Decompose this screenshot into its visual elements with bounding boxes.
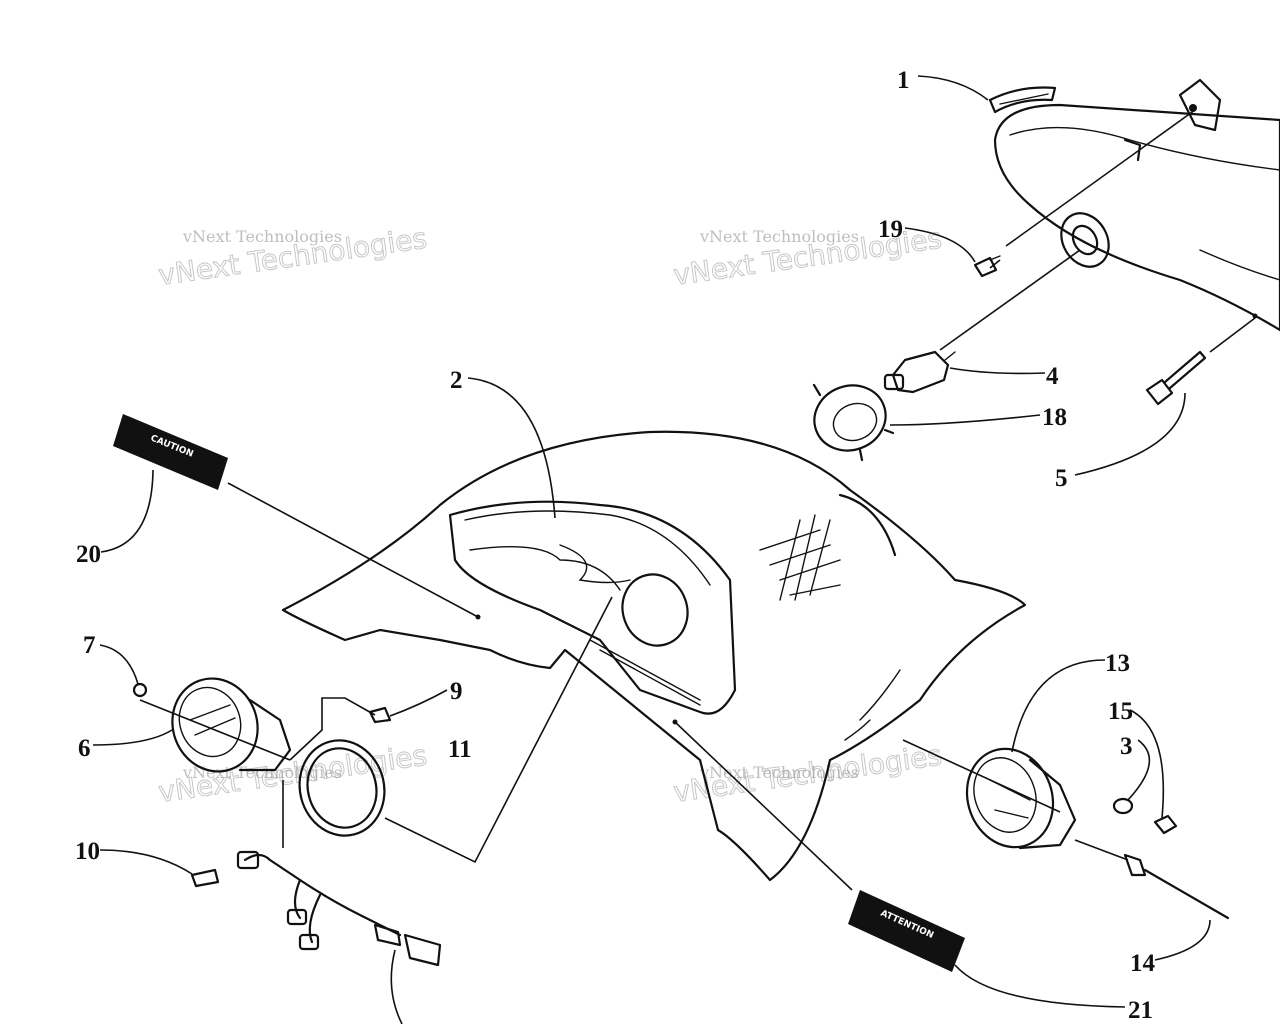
callout-1: 1 [897, 67, 910, 94]
watermark-bottom-left: vNext Technologies vNext Technologies [156, 738, 430, 809]
bulb-retaining-ring [812, 383, 895, 462]
gauge-bezel-ring [298, 739, 386, 837]
watermark-bottom-center: vNext Technologies vNext Technologies [671, 738, 945, 809]
callout-19: 19 [878, 216, 903, 243]
headlight-bulb [883, 350, 956, 394]
hood-console [281, 430, 1027, 882]
callout-20: 20 [76, 541, 101, 568]
callout-14: 14 [1130, 950, 1156, 977]
nut-15 [1153, 814, 1178, 835]
caution-decal: CAUTION [113, 414, 228, 490]
callout-4: 4 [1046, 363, 1059, 390]
hood-leader-lines [227, 482, 1061, 891]
callout-10: 10 [75, 838, 100, 865]
right-gauge [965, 747, 1077, 850]
watermark-text: vNext Technologies [699, 763, 859, 782]
adjuster-bolt [1145, 350, 1207, 406]
callout-15: 15 [1108, 698, 1133, 725]
callout-13: 13 [1105, 650, 1130, 677]
watermark-text-outline: vNext Technologies [156, 739, 429, 809]
watermark-text: vNext Technologies [182, 227, 342, 246]
clip-9 [368, 706, 392, 724]
callout-3: 3 [1120, 733, 1133, 760]
speedometer-cable [1074, 839, 1230, 920]
screw-7 [132, 682, 148, 698]
left-gauge [171, 677, 292, 773]
callout-7: 7 [83, 632, 96, 659]
callout-2: 2 [450, 367, 463, 394]
wiring-harness [236, 850, 442, 1024]
headlight-rim-trim [988, 86, 1057, 114]
watermark-top-left: vNext Technologies vNext Technologies [156, 221, 430, 292]
watermark-text: vNext Technologies [699, 227, 859, 246]
watermark-text-outline: vNext Technologies [671, 739, 944, 809]
callout-leaders [92, 75, 1256, 1008]
callout-11: 11 [448, 736, 472, 763]
callout-6: 6 [78, 735, 91, 762]
callout-21: 21 [1128, 997, 1153, 1024]
callout-5: 5 [1055, 465, 1068, 492]
attention-decal: ATTENTION [848, 890, 965, 972]
callout-numbers: 1 2 3 4 5 6 7 9 10 11 13 14 15 18 19 20 … [75, 67, 1156, 1024]
callout-9: 9 [450, 678, 463, 705]
watermark-top-center: vNext Technologies vNext Technologies [671, 221, 945, 292]
clip-10 [190, 868, 220, 888]
left-gauge-leaders [139, 596, 613, 864]
washer-3 [1112, 797, 1134, 815]
small-screw [973, 255, 1001, 278]
headlight-housing [993, 78, 1280, 332]
callout-18: 18 [1042, 404, 1067, 431]
